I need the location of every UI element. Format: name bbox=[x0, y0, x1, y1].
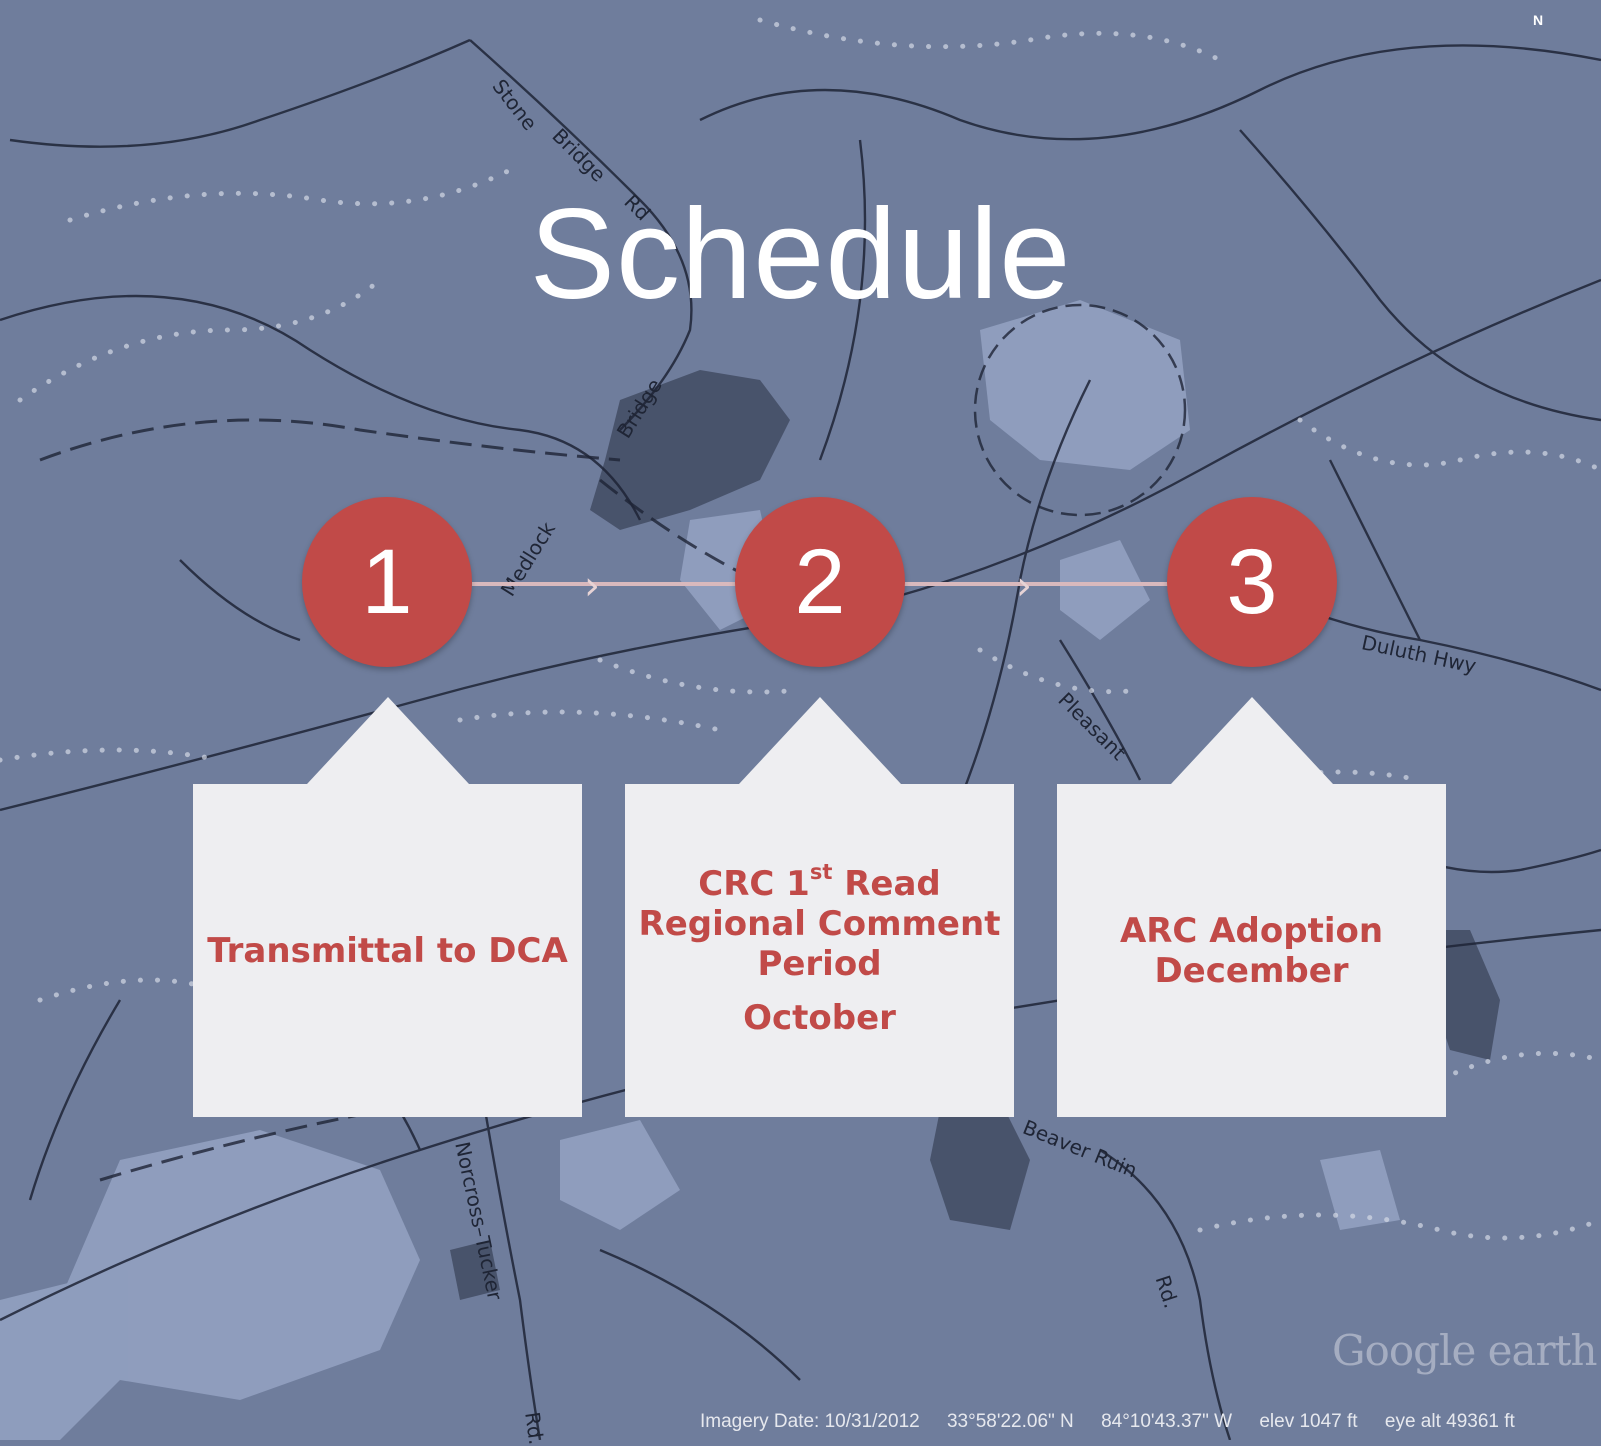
elevation: elev 1047 ft bbox=[1259, 1411, 1358, 1432]
step-circle-2: 2 bbox=[735, 497, 905, 667]
step-card-2: CRC 1st Read Regional Comment Period Oct… bbox=[625, 697, 1014, 1117]
card-text: ARC Adoption bbox=[1119, 910, 1384, 951]
road-label-rd-bottom: Rd. bbox=[520, 1410, 549, 1446]
step-card-1: Transmittal to DCA bbox=[193, 697, 582, 1117]
eye-altitude: eye alt 49361 ft bbox=[1384, 1411, 1515, 1432]
card-body: Transmittal to DCA bbox=[193, 784, 582, 1117]
step-circle-1: 1 bbox=[302, 497, 472, 667]
card-pointer bbox=[307, 697, 469, 784]
card-body: ARC Adoption December bbox=[1057, 784, 1446, 1117]
imagery-date: Imagery Date: 10/31/2012 bbox=[700, 1411, 920, 1432]
card-text: Period bbox=[757, 943, 882, 984]
card-pointer bbox=[739, 697, 901, 784]
chevron-right-icon: › bbox=[1016, 563, 1032, 609]
status-bar: Imagery Date: 10/31/2012 33°58'22.06" N … bbox=[700, 1410, 1580, 1434]
longitude: 84°10'43.37" W bbox=[1101, 1411, 1233, 1432]
card-body: CRC 1st Read Regional Comment Period Oct… bbox=[625, 784, 1014, 1117]
latitude: 33°58'22.06" N bbox=[946, 1411, 1074, 1432]
connector-2-3 bbox=[904, 582, 1168, 586]
step-circle-3: 3 bbox=[1167, 497, 1337, 667]
connector-1-2 bbox=[472, 582, 736, 586]
compass-north-icon[interactable]: N bbox=[1533, 12, 1544, 28]
step-card-3: ARC Adoption December bbox=[1057, 697, 1446, 1117]
card-text: Regional Comment bbox=[638, 903, 1001, 944]
slide-title: Schedule bbox=[529, 183, 1072, 326]
card-date: October bbox=[743, 997, 896, 1038]
card-pointer bbox=[1171, 697, 1333, 784]
google-earth-watermark: Google earth bbox=[1332, 1326, 1598, 1375]
chevron-right-icon: › bbox=[584, 563, 600, 609]
card-date: December bbox=[1154, 950, 1349, 991]
card-heading: CRC 1st Read bbox=[698, 859, 941, 904]
card-text: Transmittal to DCA bbox=[207, 930, 568, 971]
